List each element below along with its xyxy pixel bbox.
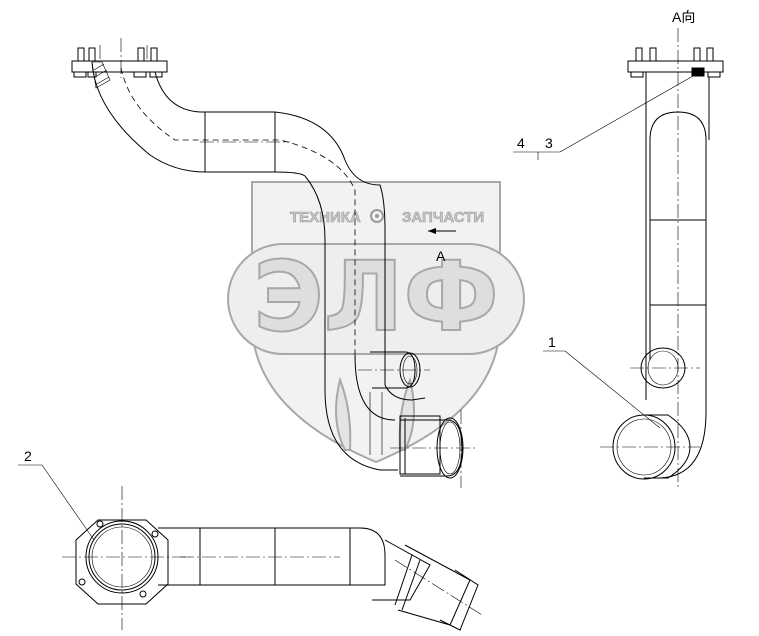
- wheat-icon: [335, 376, 415, 455]
- callout-4: 4: [517, 135, 525, 151]
- watermark-text-right: ЗАПЧАСТИ: [402, 209, 484, 226]
- side-view-a: A向: [600, 9, 724, 490]
- front-view: A: [71, 38, 478, 488]
- flange: [71, 60, 168, 73]
- flange-side: [627, 60, 724, 73]
- callout-1: 1: [548, 334, 556, 350]
- view-title: A向: [672, 9, 695, 25]
- callout-2: 2: [24, 448, 32, 464]
- watermark-big-text: ЭЛФ: [253, 241, 498, 353]
- flange-bolts: [73, 47, 163, 78]
- view-arrow: A: [428, 228, 456, 264]
- watermark: ТЕХНИКА ЗАПЧАСТИ ЭЛФ: [227, 181, 525, 464]
- watermark-text-left: ТЕХНИКА: [290, 209, 361, 226]
- view-arrow-label: A: [436, 248, 446, 264]
- watermark-oval: [227, 243, 525, 355]
- callout-3: 3: [545, 135, 553, 151]
- callouts: 4 3 1 2: [18, 71, 701, 541]
- gear-icon: [370, 209, 384, 223]
- flange-plan: [75, 519, 169, 605]
- plan-view: [62, 486, 483, 631]
